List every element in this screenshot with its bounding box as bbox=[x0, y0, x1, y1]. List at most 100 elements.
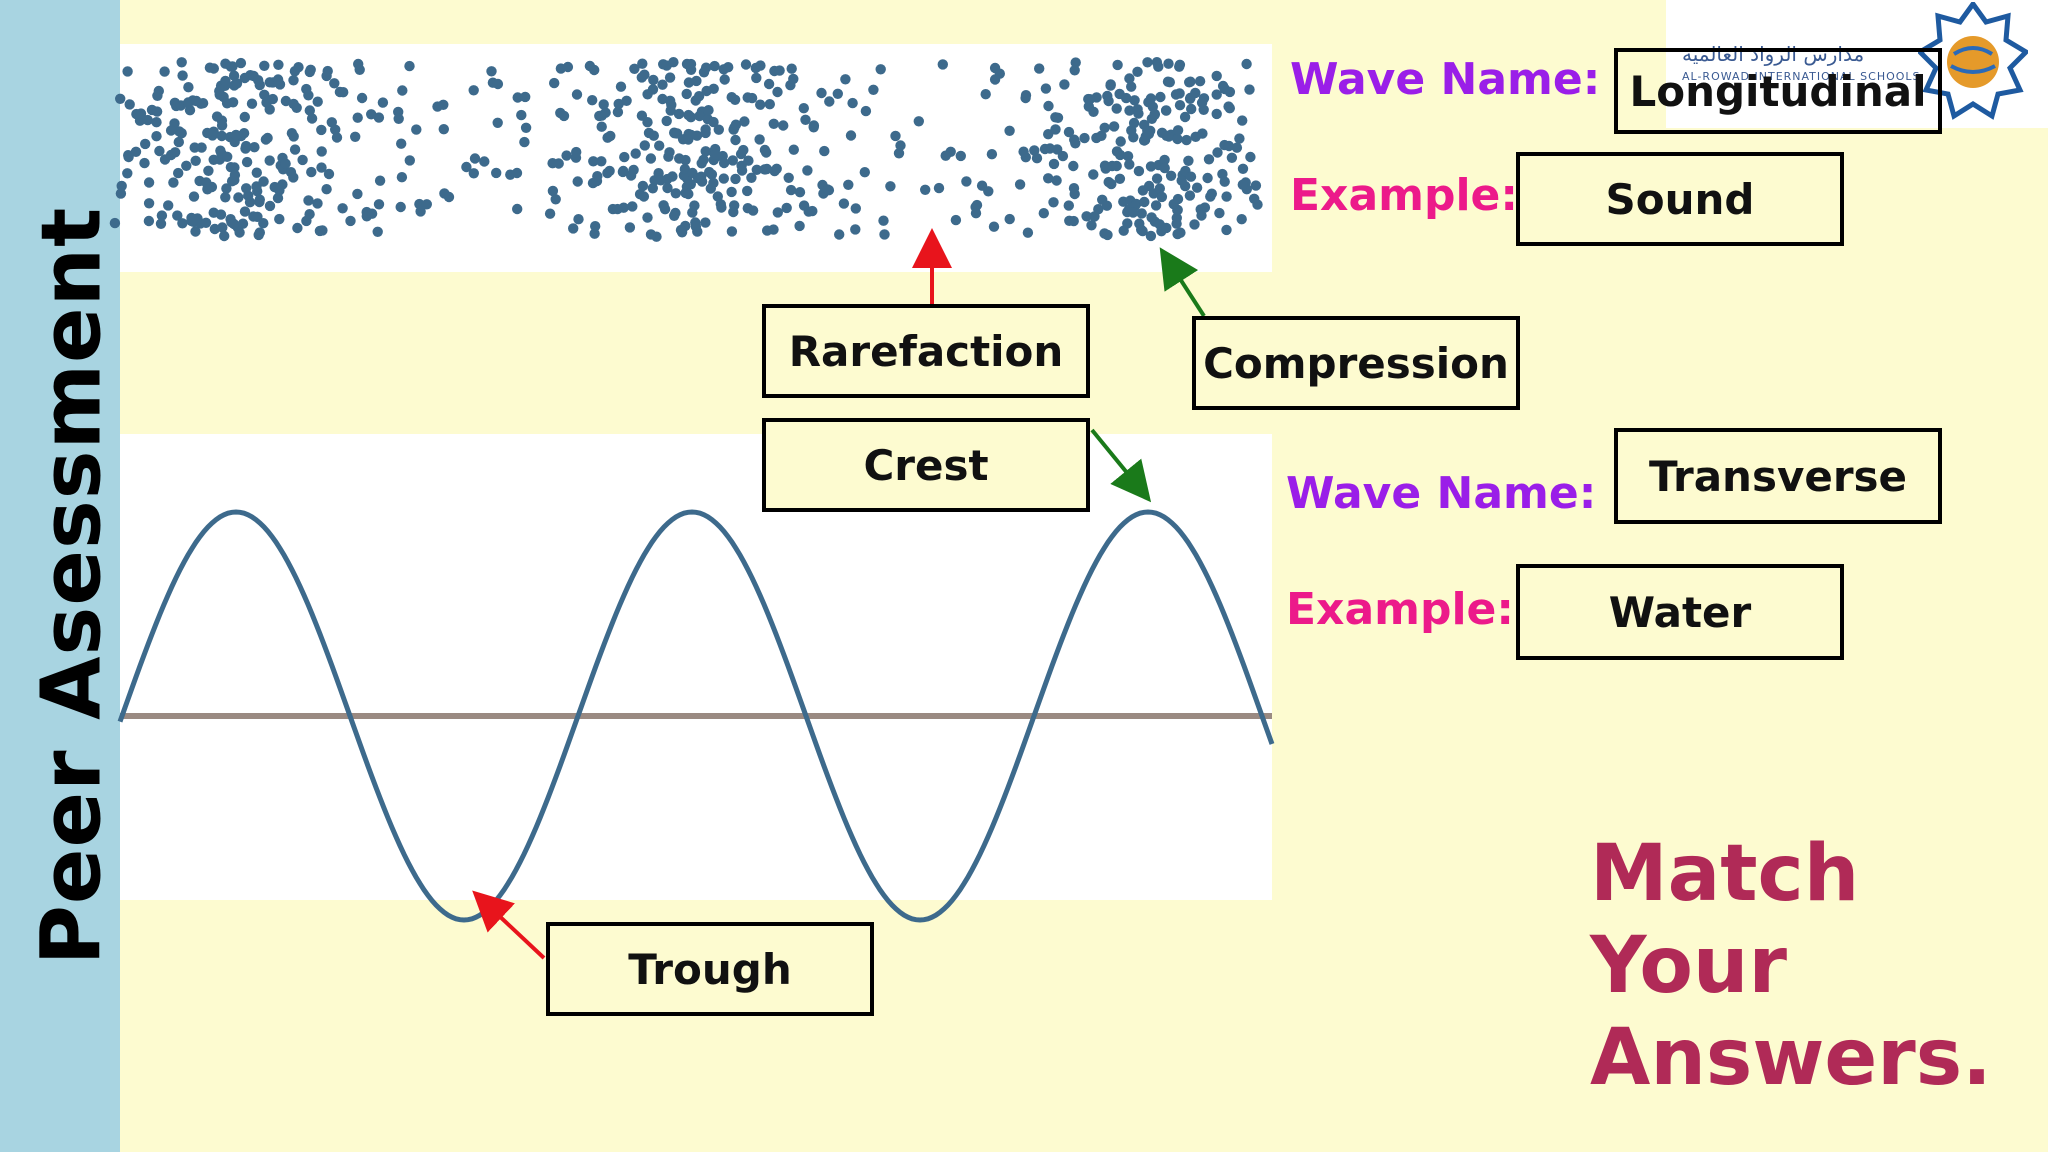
particle bbox=[940, 150, 951, 161]
transverse-example-answer-box[interactable]: Water bbox=[1516, 564, 1844, 660]
particle bbox=[1231, 142, 1243, 153]
particle bbox=[657, 79, 668, 90]
particle bbox=[220, 58, 231, 69]
particle bbox=[740, 59, 752, 70]
particle bbox=[1185, 171, 1197, 182]
particle bbox=[1124, 73, 1135, 84]
particle bbox=[305, 64, 316, 76]
particle bbox=[989, 74, 1001, 85]
particle bbox=[1112, 59, 1123, 71]
particle bbox=[1126, 81, 1137, 92]
particle bbox=[1214, 207, 1225, 219]
particle bbox=[1237, 163, 1249, 174]
particle bbox=[258, 218, 269, 229]
particle bbox=[718, 157, 730, 169]
particle bbox=[1040, 83, 1052, 94]
particle bbox=[1185, 92, 1196, 104]
particle bbox=[845, 130, 857, 141]
particle bbox=[1224, 86, 1236, 98]
particle bbox=[176, 128, 187, 139]
particle bbox=[1145, 93, 1157, 104]
particle bbox=[761, 163, 773, 175]
particle bbox=[768, 224, 779, 235]
particle bbox=[628, 164, 639, 176]
particle bbox=[617, 166, 629, 178]
particle bbox=[716, 202, 727, 213]
particle bbox=[154, 145, 165, 157]
particle bbox=[246, 98, 258, 109]
particle bbox=[655, 175, 666, 186]
particle bbox=[1099, 122, 1110, 133]
particle bbox=[316, 162, 327, 173]
particle bbox=[168, 177, 179, 188]
particle bbox=[202, 184, 213, 195]
particle bbox=[1244, 84, 1255, 95]
particle bbox=[211, 111, 223, 122]
particle bbox=[778, 120, 789, 131]
particle bbox=[983, 186, 994, 197]
particle bbox=[1111, 103, 1122, 114]
trough-arrow bbox=[472, 890, 546, 960]
particle bbox=[746, 92, 758, 104]
transverse-wave-name-answer-box[interactable]: Transverse bbox=[1614, 428, 1942, 524]
particle bbox=[288, 75, 299, 86]
particle bbox=[727, 155, 738, 166]
particle bbox=[739, 116, 750, 127]
particle bbox=[1121, 92, 1132, 104]
particle bbox=[1175, 227, 1186, 238]
particle bbox=[1151, 57, 1163, 68]
particle bbox=[1079, 132, 1090, 144]
particle bbox=[1196, 97, 1208, 109]
longitudinal-wave-name-answer-box[interactable]: Longitudinal bbox=[1614, 48, 1942, 134]
particle bbox=[824, 96, 835, 107]
particle bbox=[743, 155, 754, 166]
particle bbox=[895, 140, 906, 151]
particle bbox=[350, 131, 361, 142]
particle bbox=[596, 121, 607, 132]
particle bbox=[316, 146, 327, 157]
particle bbox=[664, 72, 676, 83]
particle bbox=[738, 144, 749, 156]
particle bbox=[772, 207, 783, 218]
particle bbox=[788, 144, 799, 155]
compression-label-box[interactable]: Compression bbox=[1192, 316, 1520, 410]
crest-arrow bbox=[1090, 428, 1152, 503]
particle bbox=[173, 167, 184, 179]
particle bbox=[1183, 155, 1194, 166]
particle bbox=[239, 206, 251, 217]
particle bbox=[1241, 58, 1252, 70]
particle bbox=[1014, 179, 1026, 190]
crest-label-box[interactable]: Crest bbox=[762, 418, 1090, 512]
particle bbox=[155, 218, 167, 229]
rarefaction-label-box[interactable]: Rarefaction bbox=[762, 304, 1090, 398]
particle bbox=[331, 132, 343, 143]
particle bbox=[142, 114, 153, 126]
particle bbox=[713, 124, 724, 135]
particle bbox=[638, 191, 650, 202]
particle bbox=[1191, 182, 1203, 193]
particle bbox=[177, 218, 188, 229]
particle bbox=[170, 147, 181, 158]
particle bbox=[587, 95, 598, 106]
particle bbox=[1048, 158, 1060, 170]
particle bbox=[122, 66, 133, 77]
particle bbox=[262, 132, 273, 144]
particle bbox=[203, 165, 214, 176]
particle bbox=[754, 134, 765, 145]
particle bbox=[1206, 188, 1218, 199]
trough-label-box[interactable]: Trough bbox=[546, 922, 874, 1016]
particle bbox=[550, 194, 561, 205]
particle bbox=[239, 72, 250, 84]
particle bbox=[1154, 183, 1166, 194]
particle bbox=[843, 179, 854, 190]
particle bbox=[1172, 125, 1184, 136]
particle bbox=[229, 169, 241, 181]
particle bbox=[366, 208, 378, 219]
particle bbox=[1155, 91, 1166, 103]
longitudinal-example-answer-box[interactable]: Sound bbox=[1516, 152, 1844, 246]
particle bbox=[726, 186, 737, 198]
particle bbox=[950, 214, 962, 226]
particle bbox=[1103, 95, 1114, 107]
particle bbox=[794, 220, 805, 232]
particle bbox=[280, 158, 291, 169]
